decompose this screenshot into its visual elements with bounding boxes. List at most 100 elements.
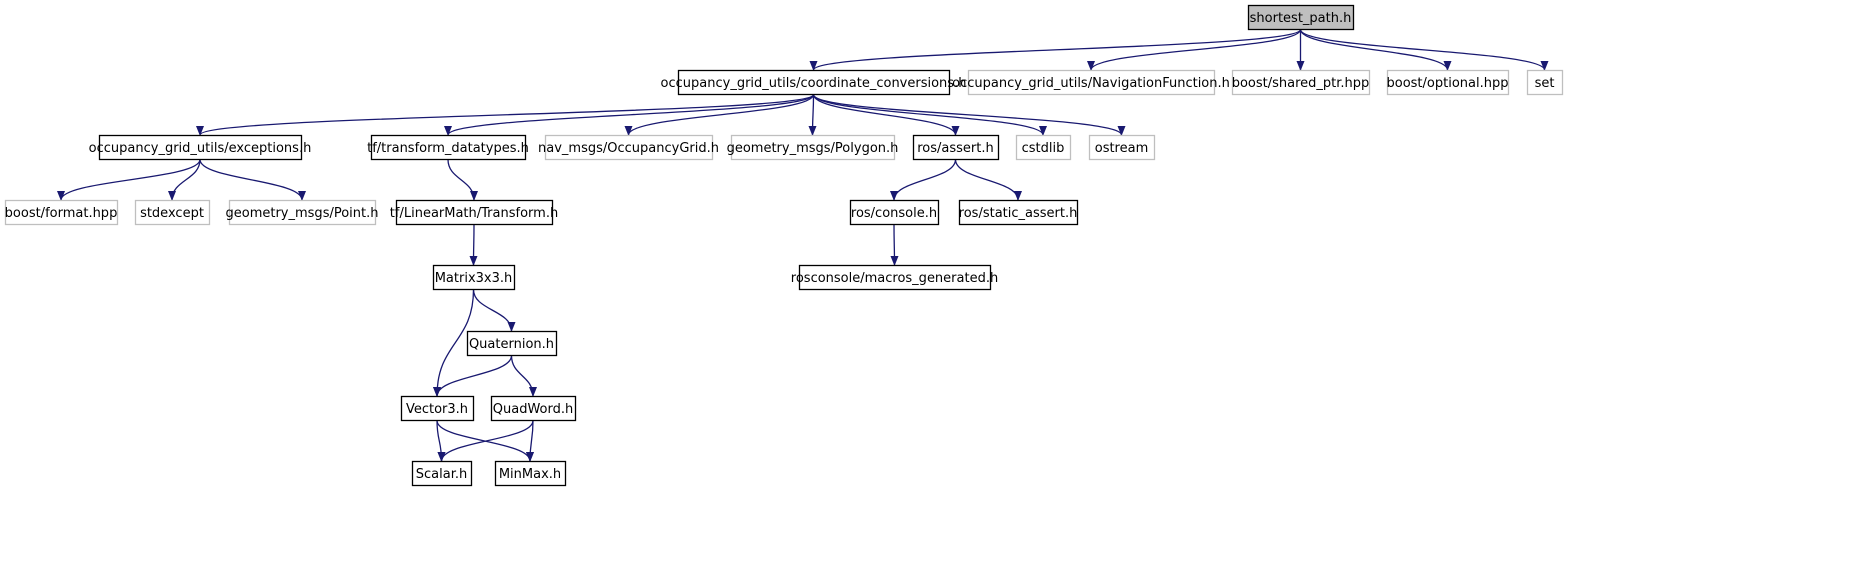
node-shared-ptr: boost/shared_ptr.hpp [1231, 69, 1371, 96]
node-vector3[interactable]: Vector3.h [400, 395, 475, 422]
node-static-assert[interactable]: ros/static_assert.h [958, 199, 1079, 226]
node-console[interactable]: ros/console.h [849, 199, 940, 226]
node-box [432, 264, 516, 291]
edge-coord-conv-to-assert [812, 94, 960, 136]
node-box [395, 199, 554, 226]
node-box [370, 134, 527, 161]
node-label: boost/format.hpp [5, 206, 118, 221]
edges-layer [57, 28, 1549, 462]
node-box [1015, 134, 1072, 161]
node-box [967, 69, 1216, 96]
edge-exceptions-to-format [57, 159, 201, 201]
edge-quaternion-to-quadword [510, 355, 537, 397]
node-box [912, 134, 1000, 161]
node-label: set [1535, 76, 1555, 91]
node-box [228, 199, 377, 226]
edge-shortest-path-to-coord-conv [809, 28, 1302, 71]
node-box [466, 330, 558, 357]
node-label: ros/assert.h [917, 141, 994, 156]
node-box [400, 395, 475, 422]
edge-coord-conv-to-exceptions [196, 93, 815, 136]
node-transform-datatypes[interactable]: tf/transform_datatypes.h [367, 134, 529, 161]
edge-coord-conv-to-occupancy-grid [624, 94, 815, 136]
node-quadword[interactable]: QuadWord.h [490, 395, 577, 422]
node-box [1386, 69, 1510, 96]
nodes-layer: shortest_path.h occupancy_grid_utils/coor… [4, 4, 1564, 487]
node-label: QuadWord.h [493, 402, 573, 417]
node-box [1088, 134, 1156, 161]
node-box [1247, 4, 1355, 31]
node-transform[interactable]: tf/LinearMath/Transform.h [390, 199, 558, 226]
node-box [958, 199, 1079, 226]
node-box [1526, 69, 1564, 96]
node-format: boost/format.hpp [4, 199, 119, 226]
edge-exceptions-to-point [199, 159, 306, 201]
edge-coord-conv-to-transform-datatypes [444, 93, 815, 136]
node-scalar[interactable]: Scalar.h [411, 460, 473, 487]
node-assert[interactable]: ros/assert.h [912, 134, 1000, 161]
node-label: Matrix3x3.h [435, 271, 513, 286]
edge-shortest-path-to-set [1299, 29, 1549, 71]
edge-matrix3x3-to-quaternion [472, 289, 516, 332]
edge-shortest-path-to-optional [1299, 29, 1452, 71]
edge-quadword-to-scalar [437, 420, 534, 462]
node-label: nav_msgs/OccupancyGrid.h [538, 141, 719, 156]
node-label: Quaternion.h [469, 337, 554, 352]
node-label: Scalar.h [416, 467, 467, 482]
node-occupancy-grid: nav_msgs/OccupancyGrid.h [538, 134, 719, 161]
node-ostream: ostream [1088, 134, 1156, 161]
node-label: stdexcept [140, 206, 204, 221]
node-box [849, 199, 940, 226]
node-label: MinMax.h [499, 467, 561, 482]
node-set: set [1526, 69, 1564, 96]
edge-assert-to-static-assert [954, 159, 1022, 201]
node-label: ostream [1095, 141, 1149, 156]
edge-shortest-path-to-nav-function [1087, 29, 1302, 71]
node-label: Vector3.h [406, 402, 468, 417]
node-box [98, 134, 303, 161]
node-cstdlib: cstdlib [1015, 134, 1072, 161]
node-quaternion[interactable]: Quaternion.h [466, 330, 558, 357]
edge-matrix3x3-to-vector3 [433, 289, 475, 397]
node-macros-generated[interactable]: rosconsole/macros_generated.h [791, 264, 998, 291]
node-label: geometry_msgs/Polygon.h [727, 141, 899, 156]
node-box [494, 460, 567, 487]
node-box [490, 395, 577, 422]
node-point: geometry_msgs/Point.h [226, 199, 379, 226]
node-label: cstdlib [1022, 141, 1065, 156]
node-label: boost/shared_ptr.hpp [1232, 76, 1370, 91]
node-shortest-path[interactable]: shortest_path.h [1247, 4, 1355, 31]
node-label: geometry_msgs/Point.h [226, 206, 379, 221]
edge-console-to-macros-generated [890, 224, 899, 266]
edge-transform-datatypes-to-transform [447, 159, 478, 201]
node-stdexcept: stdexcept [134, 199, 211, 226]
edge-assert-to-console [890, 159, 957, 201]
node-label: occupancy_grid_utils/NavigationFunction.… [952, 76, 1230, 91]
node-box [134, 199, 211, 226]
node-box [411, 460, 473, 487]
node-minmax[interactable]: MinMax.h [494, 460, 567, 487]
node-optional: boost/optional.hpp [1386, 69, 1510, 96]
node-label: tf/LinearMath/Transform.h [390, 206, 558, 221]
node-box [730, 134, 896, 161]
node-label: ros/static_assert.h [959, 206, 1078, 221]
node-label: rosconsole/macros_generated.h [791, 271, 998, 286]
node-box [677, 69, 951, 96]
edge-vector3-to-minmax [436, 420, 534, 462]
node-label: boost/optional.hpp [1387, 76, 1509, 91]
node-box [1231, 69, 1371, 96]
node-polygon: geometry_msgs/Polygon.h [727, 134, 899, 161]
edge-coord-conv-to-polygon [808, 94, 817, 136]
node-label: ros/console.h [851, 206, 937, 221]
node-coord-conv[interactable]: occupancy_grid_utils/coordinate_conversi… [661, 69, 967, 96]
node-label: tf/transform_datatypes.h [367, 141, 529, 156]
node-box [544, 134, 714, 161]
node-box [798, 264, 992, 291]
edge-quaternion-to-vector3 [433, 355, 513, 397]
node-box [4, 199, 119, 226]
node-label: occupancy_grid_utils/coordinate_conversi… [661, 76, 967, 91]
node-exceptions[interactable]: occupancy_grid_utils/exceptions.h [89, 134, 312, 161]
edge-coord-conv-to-cstdlib [812, 94, 1047, 136]
node-matrix3x3[interactable]: Matrix3x3.h [432, 264, 516, 291]
